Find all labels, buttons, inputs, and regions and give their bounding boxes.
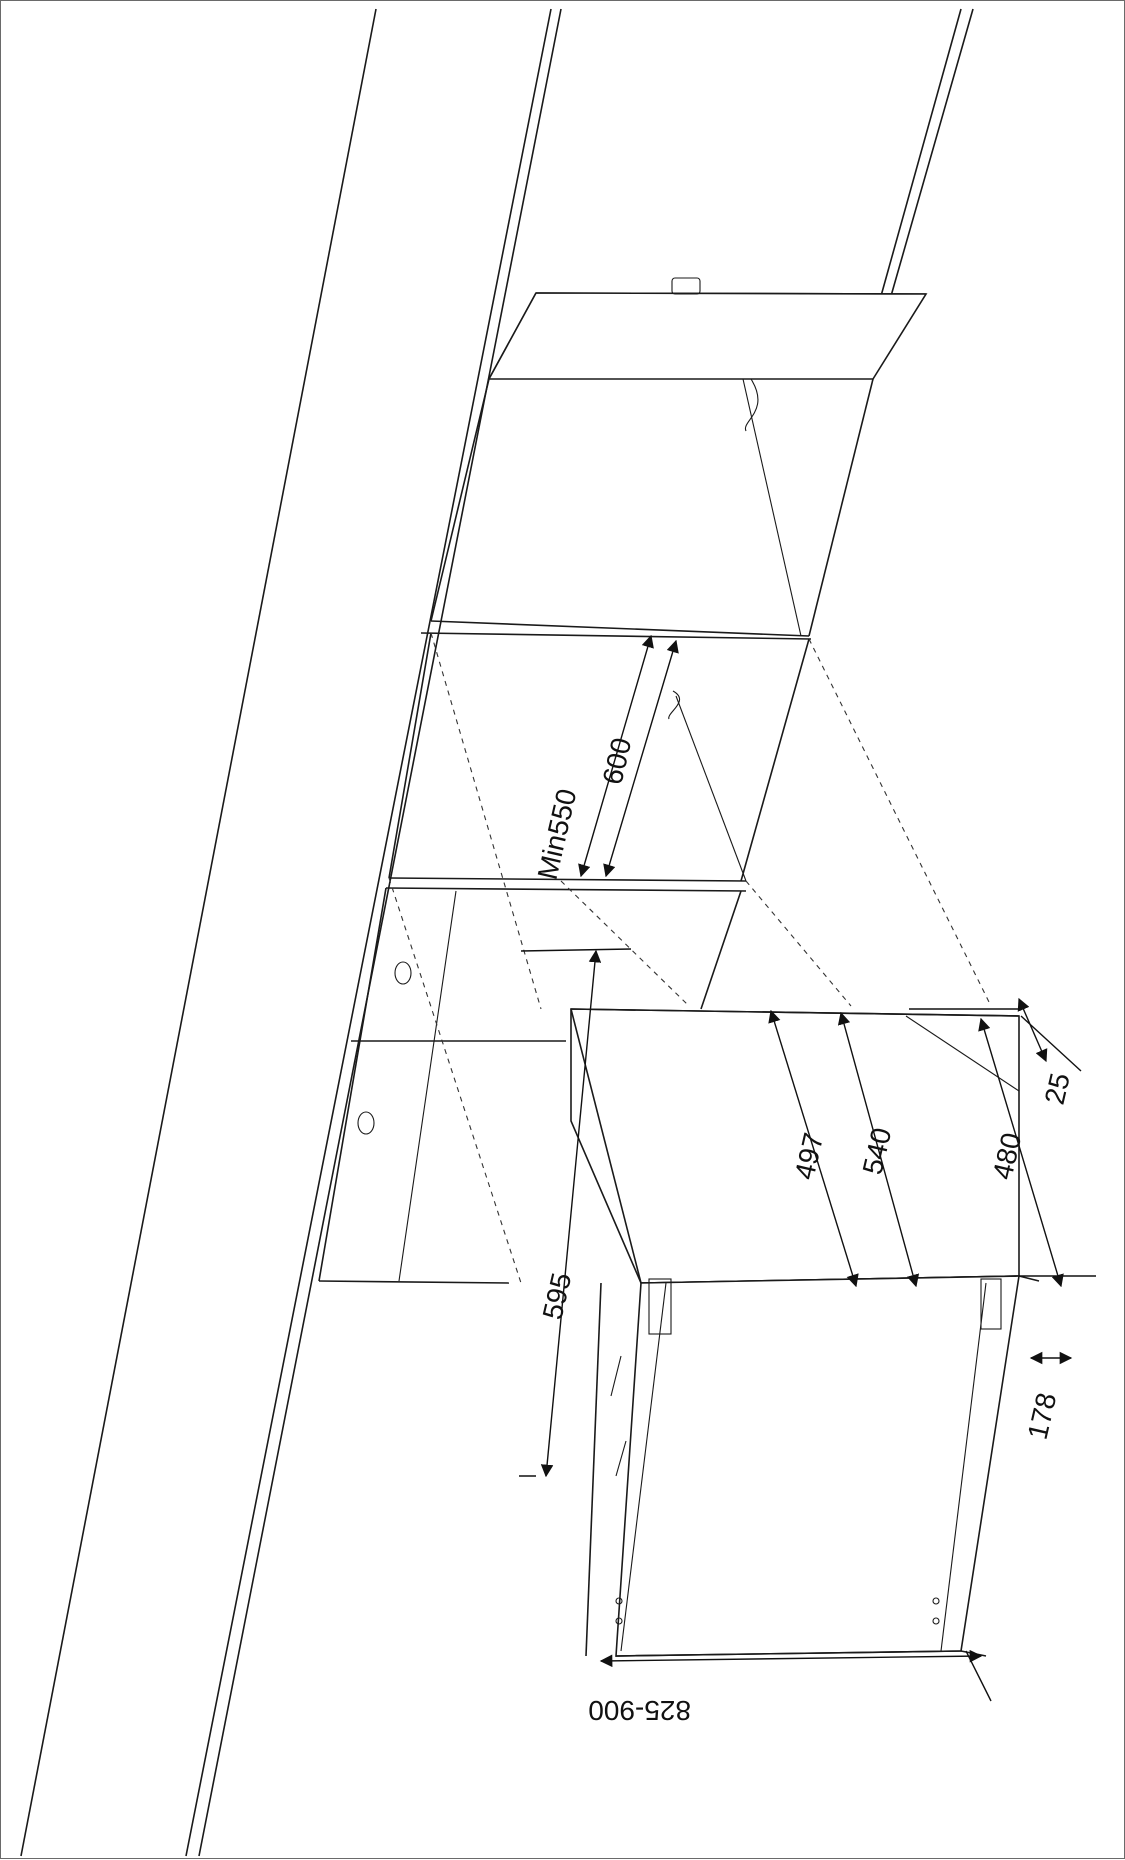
dimension-labels: Min550 600 497 540 480 25 595 178 825-90…	[532, 735, 1076, 1726]
hinged-door-panel	[487, 292, 928, 380]
dim-height-range: 825-900	[588, 1695, 691, 1726]
drawer-cabinet	[318, 887, 742, 1284]
drawer-handle-icon	[394, 961, 412, 985]
mounting-bracket-icon	[648, 1278, 672, 1335]
dim-plinth-178: 178	[1022, 1390, 1063, 1442]
dimension-arrows	[540, 634, 1073, 1668]
built-in-unit	[570, 1008, 1040, 1657]
top-cabinet	[420, 277, 928, 640]
dim-min-width: Min550	[532, 786, 583, 882]
dim-unit-width-595: 595	[537, 1270, 578, 1322]
door-knob-icon	[671, 277, 701, 295]
drawer-handle-icon	[357, 1111, 375, 1135]
dim-unit-offset-25: 25	[1039, 1070, 1076, 1107]
middle-cabinet	[385, 632, 810, 892]
worktop-lines	[20, 8, 974, 1857]
alignment-dashes	[388, 632, 992, 1284]
dim-opening-width: 600	[597, 735, 638, 787]
